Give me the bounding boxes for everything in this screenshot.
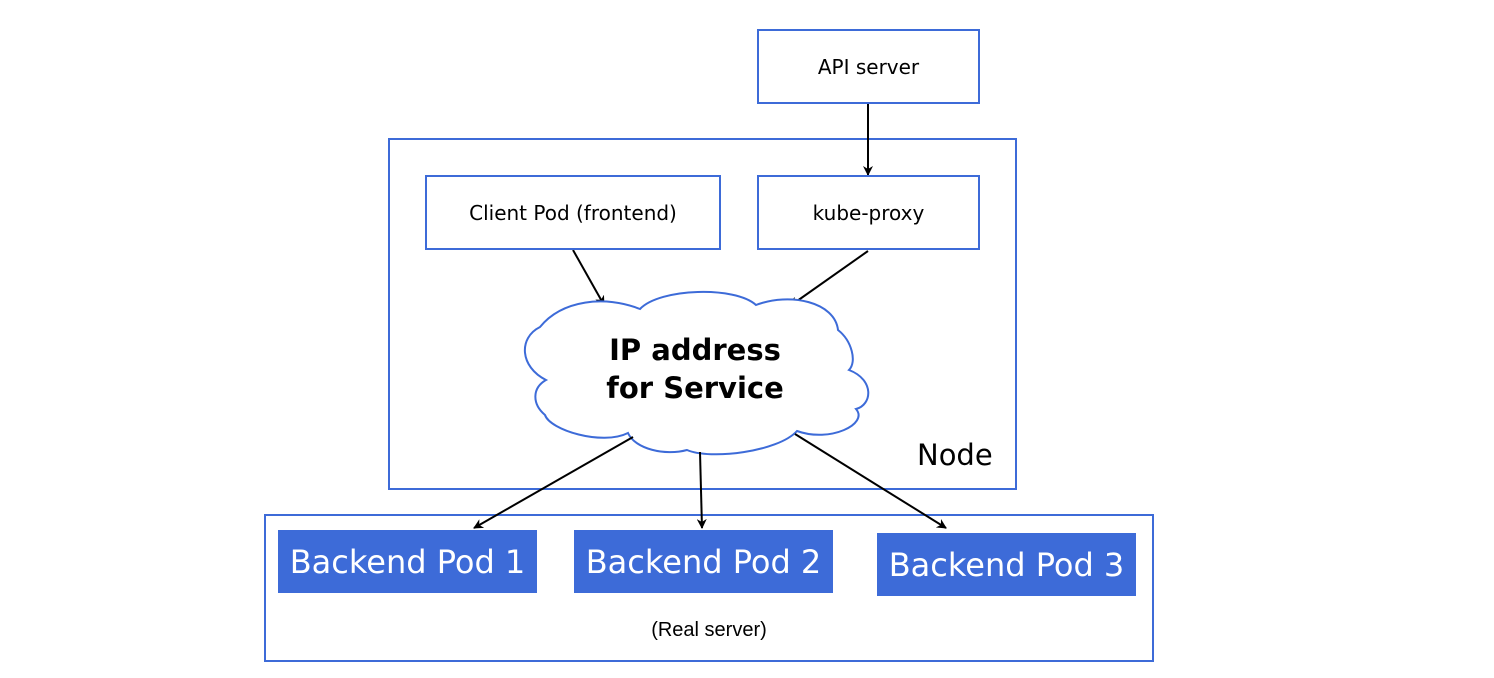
- arrow-service-to-backend-pod-1: [473, 436, 634, 529]
- arrow-service-to-backend-pod-3: [794, 433, 947, 529]
- kube-proxy-box: kube-proxy: [757, 175, 980, 250]
- service-ip-line-2: for Service: [606, 371, 784, 405]
- backend-pod-1: Backend Pod 1: [278, 530, 537, 593]
- node-label: Node: [917, 438, 993, 472]
- arrow-kube-proxy-to-service: [789, 250, 869, 307]
- service-cloud-shape: [524, 291, 870, 456]
- backend-pod-3-label: Backend Pod 3: [888, 545, 1125, 584]
- backend-pod-2: Backend Pod 2: [574, 530, 833, 593]
- api-server-box: API server: [757, 29, 980, 104]
- service-ip-label: IP address for Service: [585, 331, 805, 407]
- arrow-client-to-service: [572, 249, 605, 306]
- backend-pod-1-label: Backend Pod 1: [289, 542, 526, 581]
- arrow-service-to-backend-pod-2: [696, 451, 707, 529]
- backend-pod-2-label: Backend Pod 2: [585, 542, 822, 581]
- api-server-label: API server: [817, 54, 920, 79]
- kube-proxy-label: kube-proxy: [812, 200, 925, 225]
- backend-caption: (Real server): [651, 619, 767, 641]
- client-pod-box: Client Pod (frontend): [425, 175, 721, 250]
- client-pod-label: Client Pod (frontend): [469, 200, 677, 225]
- service-ip-line-1: IP address: [609, 333, 781, 367]
- backend-pod-3: Backend Pod 3: [877, 533, 1136, 596]
